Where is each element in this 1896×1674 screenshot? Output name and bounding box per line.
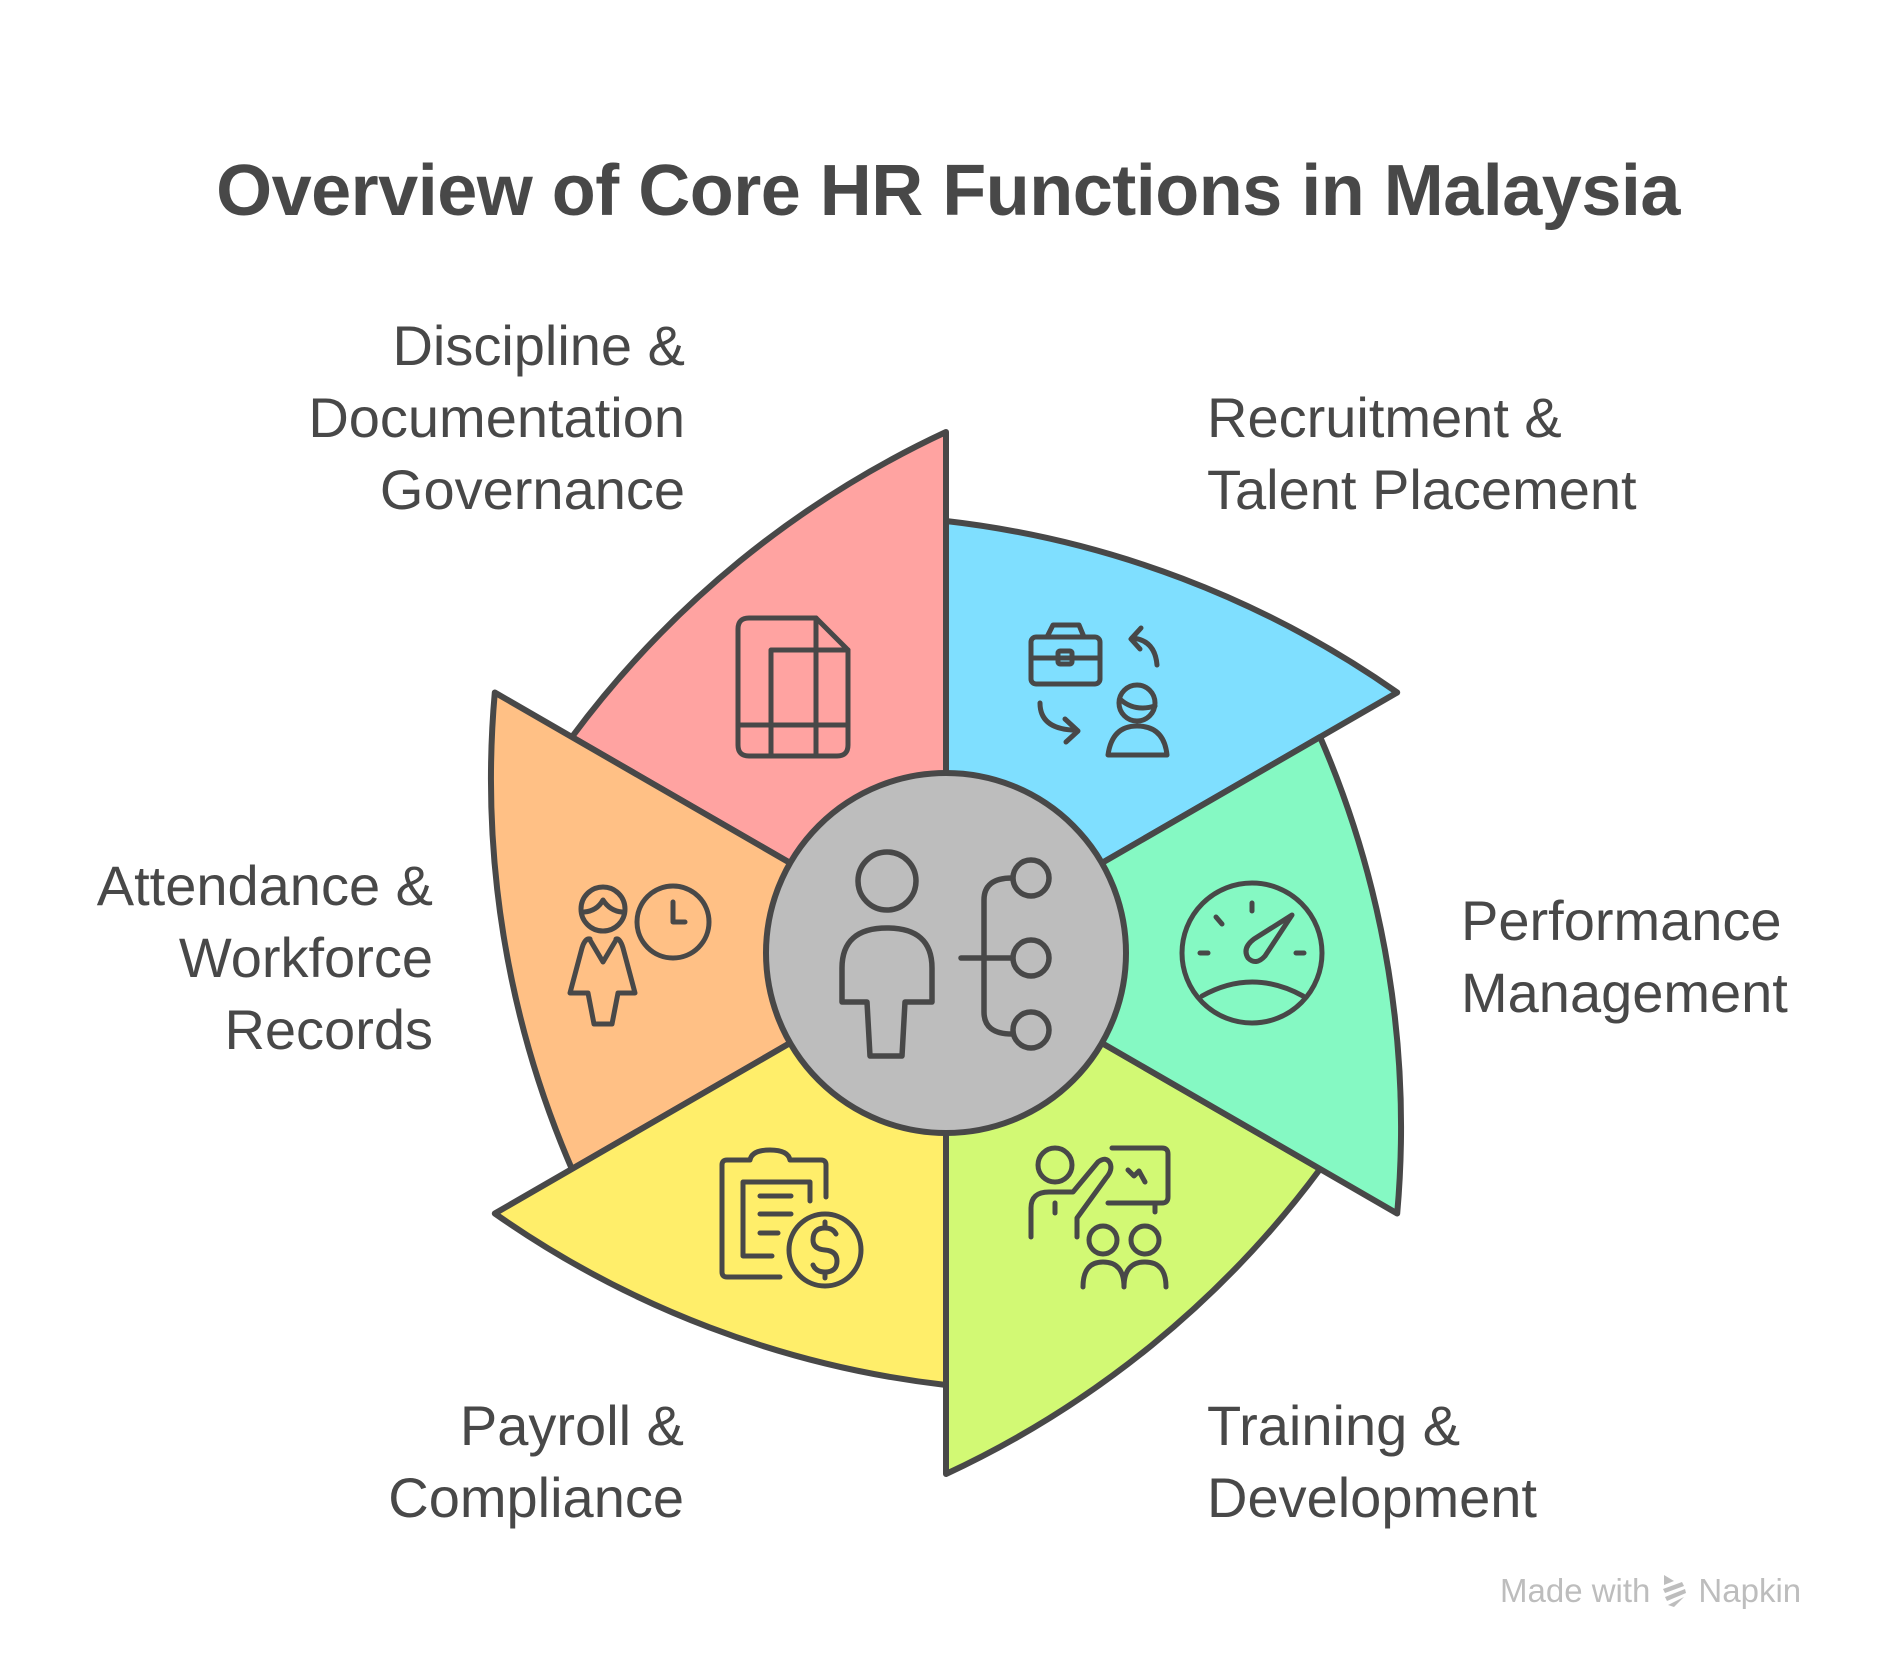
document-grid-icon bbox=[735, 615, 851, 759]
label-line: Development bbox=[1207, 1466, 1537, 1529]
label-line: Workforce bbox=[178, 926, 433, 989]
presenter-audience-icon bbox=[1028, 1145, 1171, 1290]
label-discipline: Discipline & Documentation Governance bbox=[308, 310, 685, 526]
label-line: Talent Placement bbox=[1207, 458, 1637, 521]
label-performance: Performance Management bbox=[1461, 885, 1788, 1029]
napkin-logo-icon bbox=[1663, 1575, 1687, 1607]
segment-performance bbox=[943, 734, 1404, 1217]
label-line: Payroll & bbox=[459, 1394, 684, 1457]
employee-clock-icon bbox=[567, 883, 712, 1027]
label-line: Recruitment & bbox=[1207, 386, 1562, 449]
label-line: Compliance bbox=[388, 1466, 684, 1529]
label-line: Records bbox=[224, 998, 433, 1061]
person-org-chart-icon bbox=[839, 849, 1052, 1059]
label-line: Discipline & bbox=[392, 314, 685, 377]
label-training: Training & Development bbox=[1207, 1390, 1537, 1534]
label-line: Management bbox=[1461, 961, 1788, 1024]
label-recruitment: Recruitment & Talent Placement bbox=[1207, 382, 1637, 526]
label-payroll: Payroll & Compliance bbox=[388, 1390, 684, 1534]
label-attendance: Attendance & Workforce Records bbox=[97, 850, 433, 1066]
label-line: Governance bbox=[379, 458, 685, 521]
diagram-title: Overview of Core HR Functions in Malaysi… bbox=[216, 151, 1680, 231]
watermark-brand: Napkin bbox=[1698, 1572, 1802, 1609]
label-line: Performance bbox=[1461, 889, 1782, 952]
label-line: Documentation bbox=[308, 386, 685, 449]
segment-attendance bbox=[488, 689, 949, 1172]
center-hub bbox=[763, 770, 1129, 1136]
clipboard-dollar-icon bbox=[719, 1147, 864, 1289]
watermark: Made with Napkin bbox=[1500, 1572, 1801, 1610]
center-hub-circle bbox=[763, 770, 1129, 1136]
briefcase-swap-person-icon bbox=[1028, 622, 1170, 758]
speedometer-gauge-icon bbox=[1179, 880, 1325, 1026]
label-line: Training & bbox=[1207, 1394, 1461, 1457]
watermark-prefix: Made with bbox=[1500, 1572, 1651, 1609]
label-line: Attendance & bbox=[96, 854, 433, 917]
